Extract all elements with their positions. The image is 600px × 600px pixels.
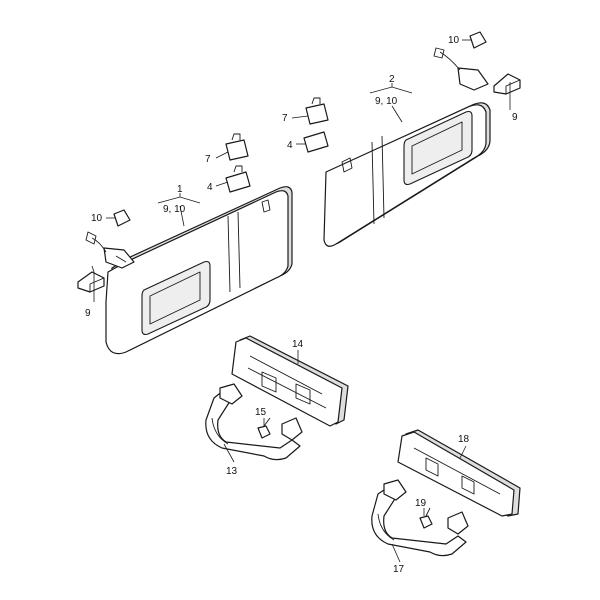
- callout-13: 13: [226, 466, 238, 477]
- screw-rear: [419, 507, 433, 529]
- callout-2: 2: [389, 74, 395, 85]
- callout-14: 14: [292, 339, 304, 350]
- callout-17: 17: [393, 564, 405, 575]
- grab-handle-front: [205, 383, 303, 461]
- visor-hinge-left: [85, 231, 135, 269]
- handle-bracket-front: [231, 335, 349, 427]
- visor-cap-left: [113, 209, 131, 227]
- callout-9-right: 9: [512, 112, 518, 123]
- callout-1-sub: 9, 10: [163, 204, 186, 215]
- callout-4-right: 4: [287, 140, 293, 151]
- callout-7-right: 7: [282, 113, 288, 124]
- callout-7-left: 7: [205, 154, 211, 165]
- visor-cover-right: [303, 131, 329, 153]
- callout-2-sub: 9, 10: [375, 96, 398, 107]
- callout-18: 18: [458, 434, 470, 445]
- handle-bracket-rear: [397, 429, 521, 517]
- callout-10-left: 10: [91, 213, 103, 224]
- callout-labels: 1 9, 10 2 9, 10 4 4 7 7 9 9 10 10 13 14 …: [85, 35, 518, 575]
- grab-handle-rear: [371, 479, 469, 557]
- visor-cap-right: [469, 31, 487, 49]
- visor-hinge-right: [433, 47, 489, 91]
- sun-visor-right: [323, 102, 491, 247]
- callout-4-left: 4: [207, 182, 213, 193]
- leader-lines: [91, 39, 511, 563]
- visor-bracket-right: [305, 97, 329, 125]
- visor-bracket-left: [225, 133, 249, 161]
- callout-19: 19: [415, 498, 427, 509]
- callout-9-left: 9: [85, 308, 91, 319]
- sun-visor-left: [105, 186, 293, 355]
- callout-1: 1: [177, 184, 183, 195]
- visor-clip-left: [77, 271, 105, 293]
- visor-cover-left: [225, 165, 251, 193]
- callout-15: 15: [255, 407, 267, 418]
- callout-10-right: 10: [448, 35, 460, 46]
- screw-front: [257, 417, 271, 439]
- visor-clip-right: [493, 73, 521, 95]
